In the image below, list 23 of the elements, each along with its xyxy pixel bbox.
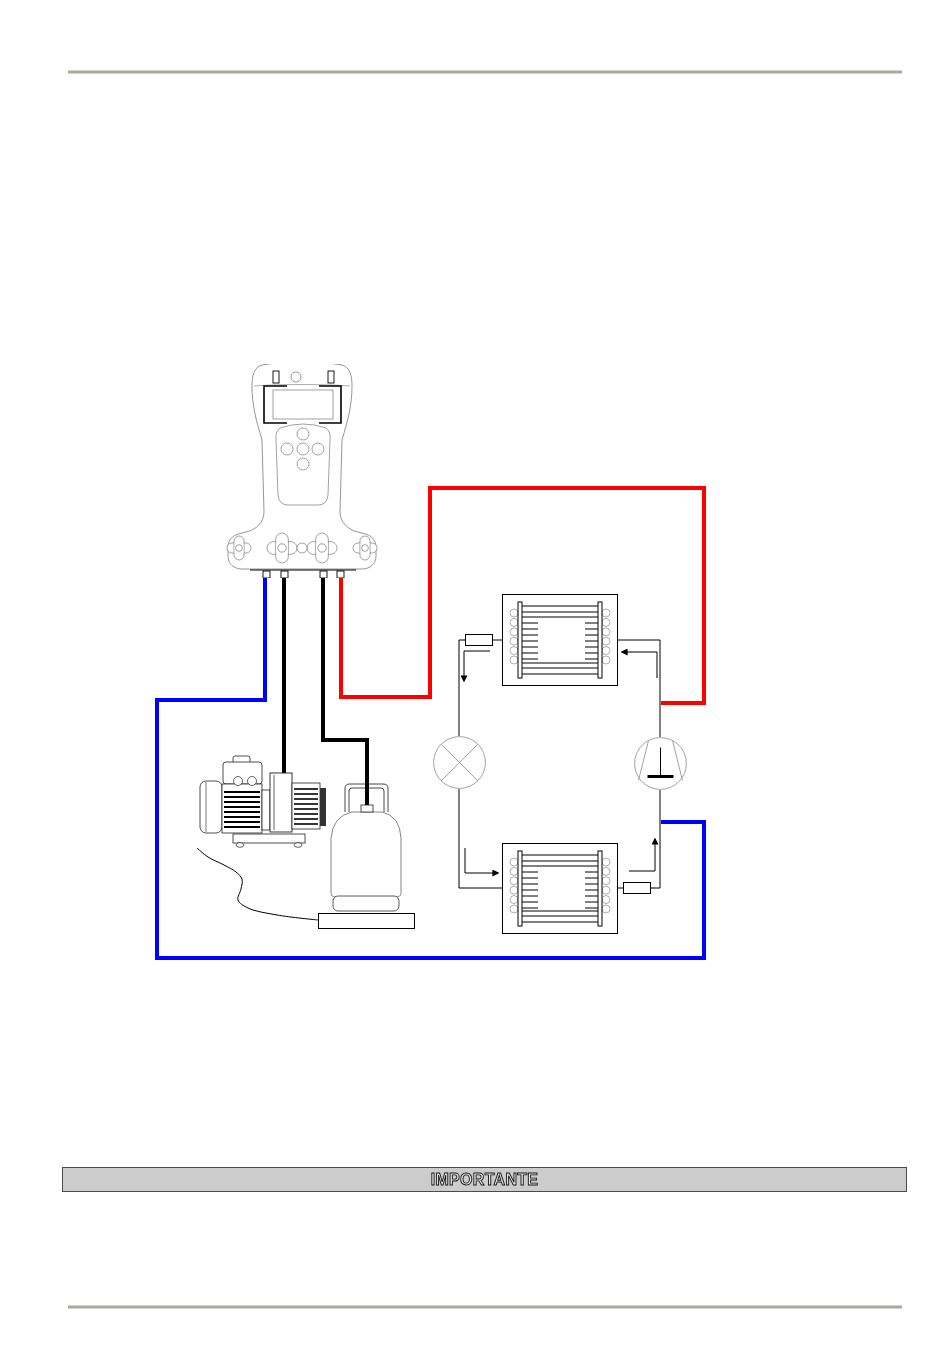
vacuum-pump-drawing (199, 755, 327, 848)
refrigerant-pipe (458, 639, 466, 737)
refrigerant-pipe (650, 789, 661, 889)
hose (321, 578, 369, 783)
refrigerant-pipe (617, 639, 661, 738)
expansion-valve-symbol (433, 736, 486, 789)
refrigerant-pipe (617, 887, 624, 889)
filter-drier (465, 634, 493, 646)
compressor-symbol (634, 737, 687, 790)
notice-heading: IMPORTANTE (430, 1170, 539, 1189)
evaporator-drawing (502, 843, 618, 934)
weighing-scale (318, 913, 415, 929)
hose (155, 578, 706, 960)
filter-drier (623, 882, 651, 894)
refrigerant-cylinder-drawing (330, 783, 403, 912)
notice-banner (62, 1167, 907, 1192)
hose (339, 486, 706, 705)
power-cable (196, 847, 319, 921)
digital-manifold-drawing (226, 364, 379, 578)
refrigerant-pipe (492, 639, 503, 641)
condenser-drawing (502, 594, 618, 686)
hose (282, 578, 286, 755)
refrigerant-pipe (458, 788, 503, 889)
